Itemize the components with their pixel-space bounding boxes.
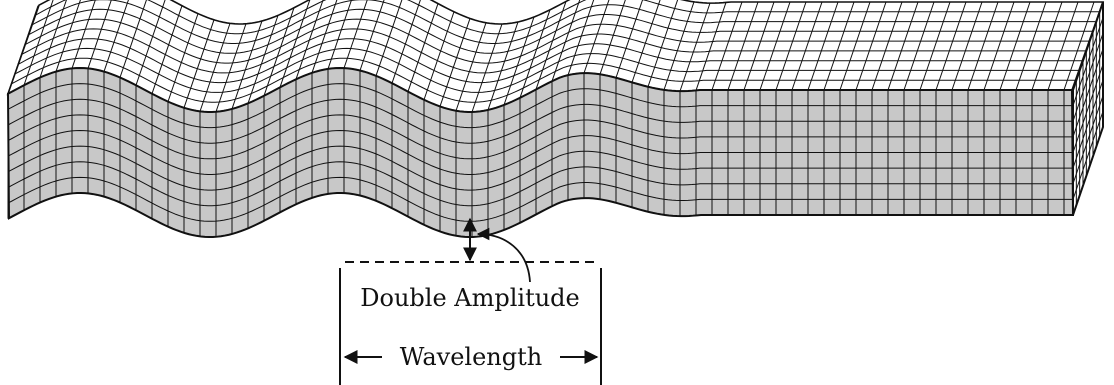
amplitude-leader-line	[476, 227, 531, 283]
wave-block-top-surface	[6, 0, 1105, 113]
wave-block-end-face	[1072, 1, 1104, 216]
wave-block-front-face	[6, 66, 1075, 238]
wavelength-annotation: Wavelength	[339, 268, 602, 385]
double-amplitude-label: Double Amplitude	[360, 284, 580, 312]
wavelength-label: Wavelength	[400, 343, 542, 371]
amplitude-annotation: Double Amplitude	[345, 217, 600, 312]
